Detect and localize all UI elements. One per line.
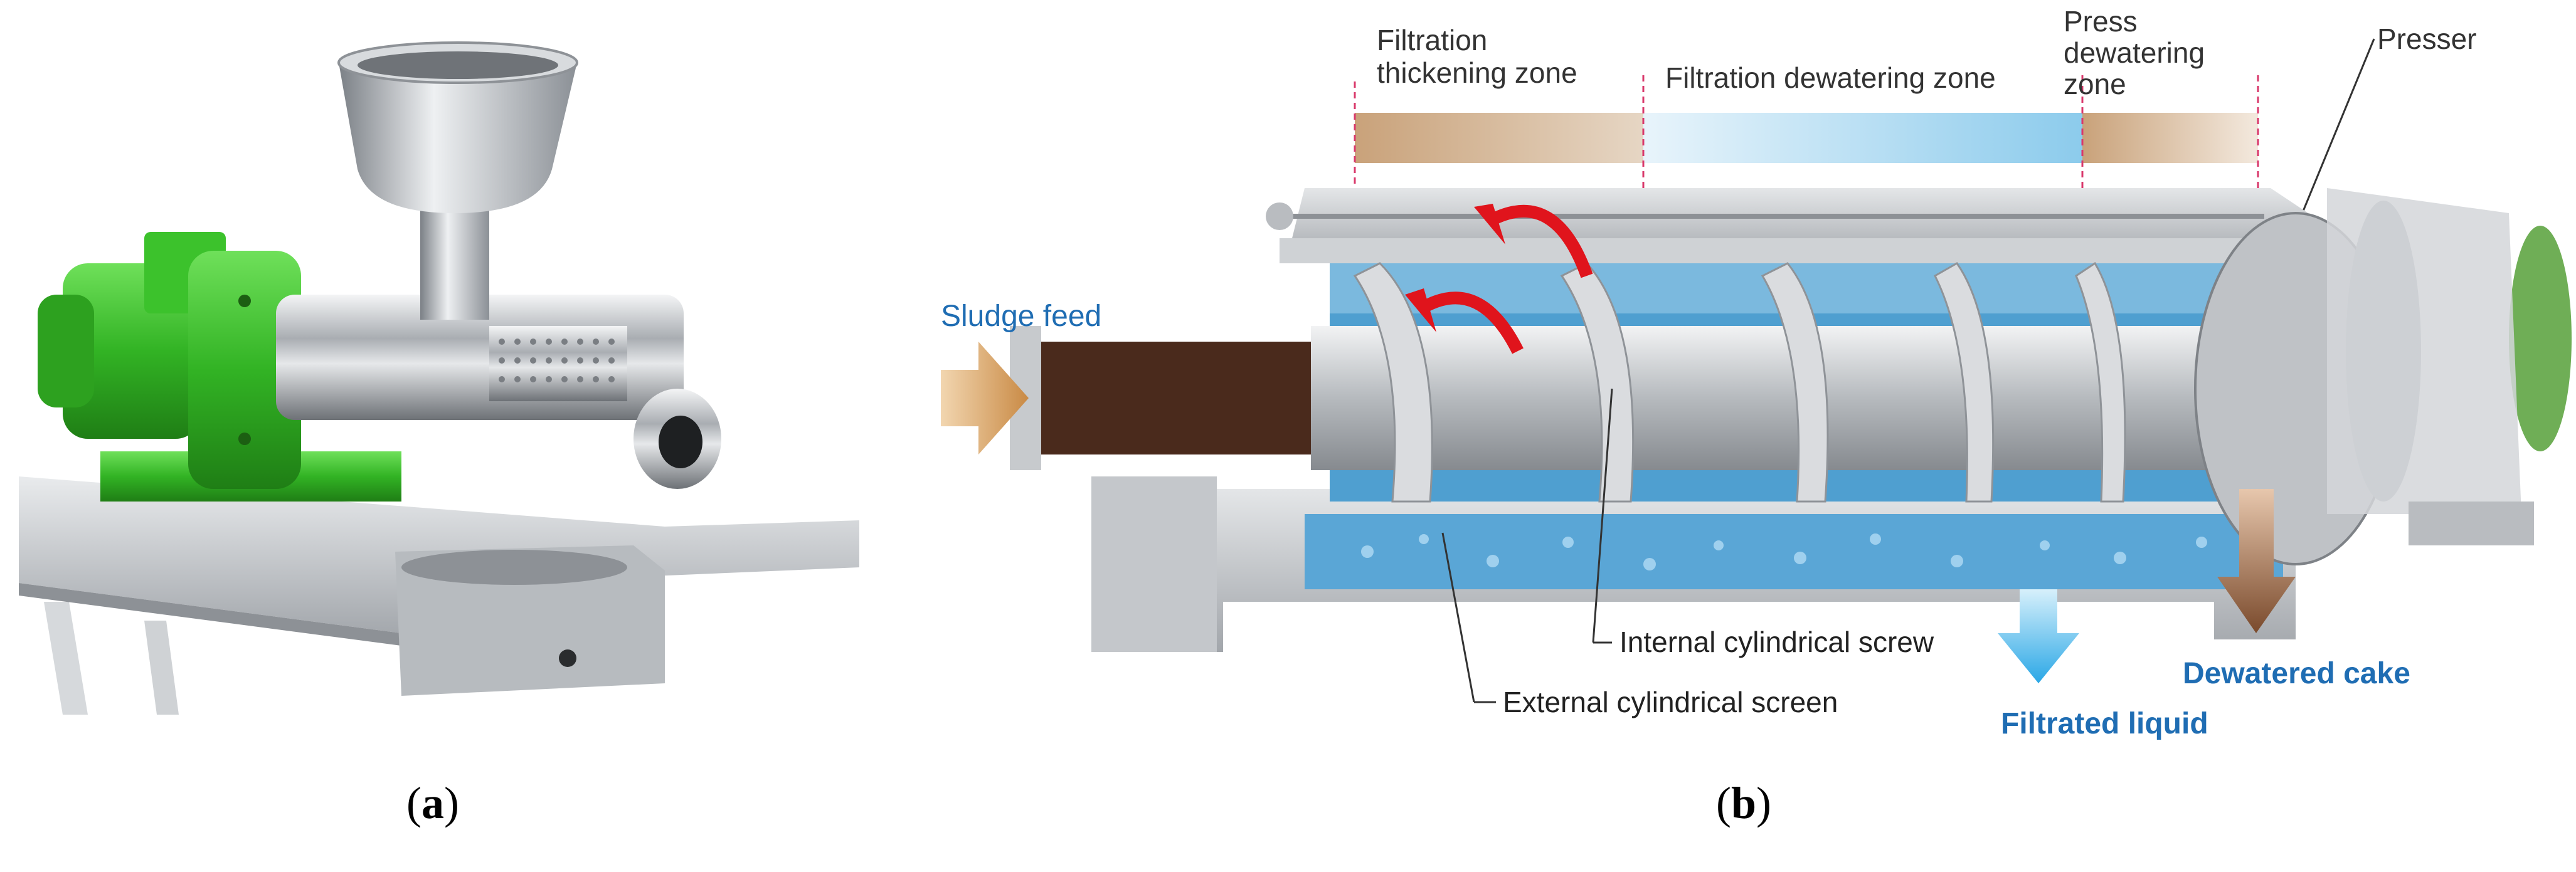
label-external-screen: External cylindrical screen bbox=[1503, 686, 1838, 718]
feed-hopper bbox=[339, 63, 577, 213]
caption-b: (b) bbox=[1681, 777, 1806, 829]
callout-line-screw bbox=[1592, 388, 1613, 643]
gearbox bbox=[188, 251, 301, 489]
screw-flights bbox=[1353, 261, 2126, 503]
caption-paren: ) bbox=[1756, 778, 1771, 828]
zone-label-press-1: Press bbox=[2064, 5, 2138, 38]
panel-a-machine-photo bbox=[0, 0, 878, 721]
zone-bar-thickening bbox=[1355, 113, 1643, 163]
zone-label-press-2: dewatering bbox=[2064, 36, 2205, 69]
caption-paren: ( bbox=[406, 778, 421, 828]
hopper-neck bbox=[420, 201, 489, 320]
table-leg bbox=[144, 621, 179, 715]
sludge-in-shaft bbox=[1022, 342, 1311, 454]
cutaway-svg: Filtration thickening zone Filtration de… bbox=[941, 5, 2572, 740]
zone-bar-press bbox=[2082, 113, 2258, 163]
screw-press-photo bbox=[19, 41, 859, 715]
left-support bbox=[1091, 476, 1217, 652]
sludge-feed-arrow bbox=[941, 342, 1029, 454]
zone-label-thickening-1: Filtration bbox=[1377, 24, 1487, 56]
rotation-arrow bbox=[1490, 204, 1593, 278]
end-housing bbox=[2327, 188, 2521, 514]
zone-bar-dewatering bbox=[1643, 113, 2082, 163]
label-dewatered-cake: Dewatered cake bbox=[2183, 657, 2410, 690]
drive-sprocket bbox=[2509, 226, 2572, 451]
perforated-sleeve bbox=[489, 326, 627, 401]
label-presser: Presser bbox=[2377, 23, 2476, 55]
dewatered-cake-arrow bbox=[2217, 489, 2296, 633]
caption-letter: a bbox=[421, 778, 444, 828]
zone-label-dewatering: Filtration dewatering zone bbox=[1665, 61, 1996, 94]
label-internal-screw: Internal cylindrical screw bbox=[1619, 626, 1934, 658]
rotation-arrow bbox=[1421, 292, 1524, 354]
table-leg bbox=[44, 602, 88, 715]
sink-basin bbox=[395, 545, 665, 696]
zone-label-thickening-2: thickening zone bbox=[1377, 56, 1577, 89]
caption-a: (a) bbox=[370, 777, 496, 829]
caption-letter: b bbox=[1731, 778, 1757, 828]
filtrated-liquid-arrow bbox=[1998, 589, 2079, 683]
label-filtrated-liquid: Filtrated liquid bbox=[2001, 707, 2208, 740]
callout-line-screen bbox=[1441, 532, 1475, 703]
caption-paren: ( bbox=[1715, 778, 1731, 828]
label-sludge-feed: Sludge feed bbox=[941, 300, 1101, 333]
zone-label-press-3: zone bbox=[2064, 68, 2126, 100]
drain-hole bbox=[559, 649, 576, 667]
panel-b-cutaway-diagram: Filtration thickening zone Filtration de… bbox=[928, 0, 2576, 771]
caption-paren: ) bbox=[444, 778, 459, 828]
end-foot bbox=[2409, 502, 2534, 545]
